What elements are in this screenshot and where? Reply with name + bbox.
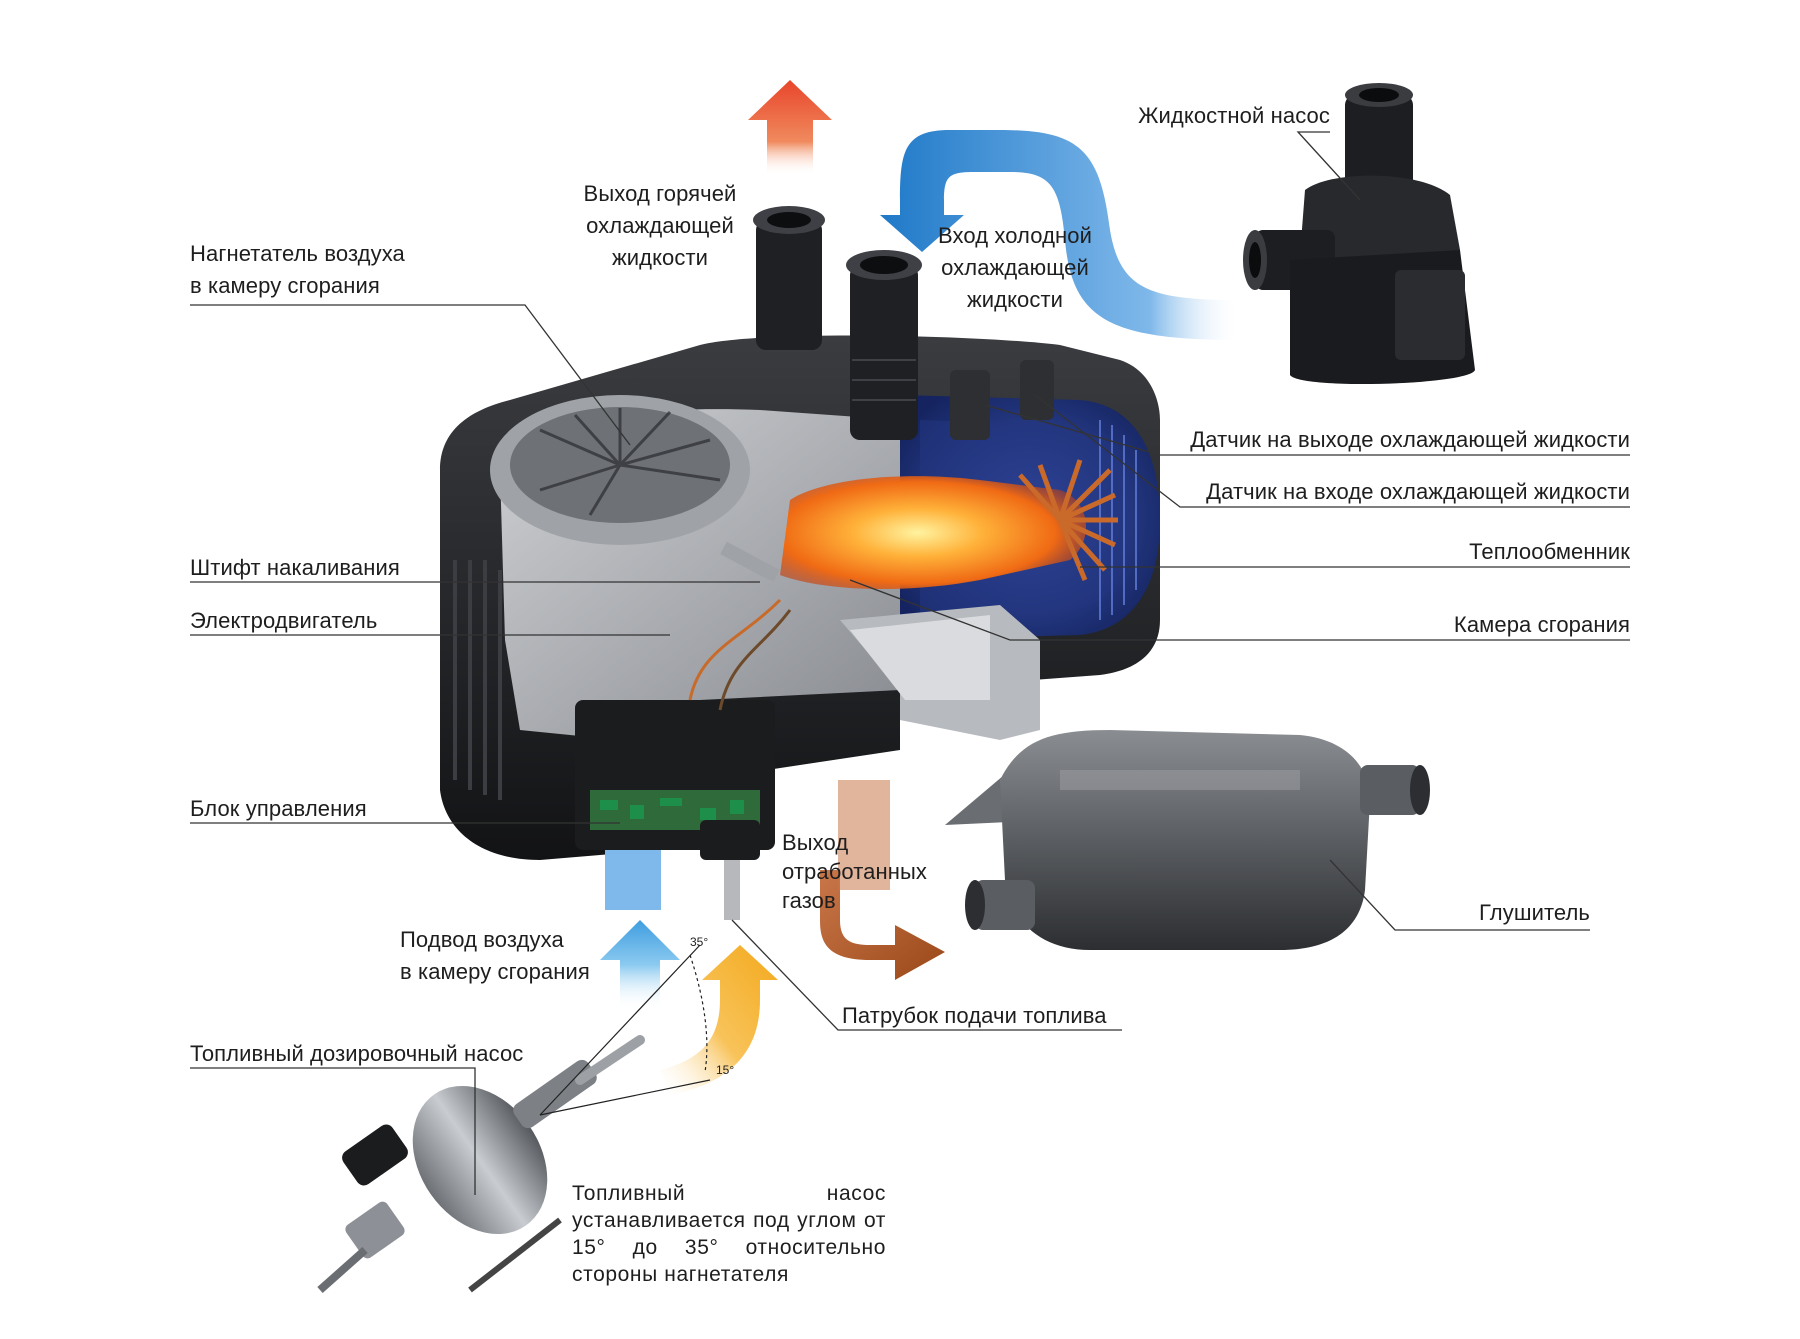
label-sensor-outlet: Датчик на выходе охлаждающей жидкости [1190, 427, 1630, 452]
label-muffler: Глушитель [1479, 900, 1590, 925]
fuel-supply-arrow [660, 945, 778, 1095]
cold-coolant-nozzle [846, 250, 922, 440]
label-liquid-pump: Жидкостной насос [1138, 103, 1330, 128]
air-inlet-pipe [605, 850, 661, 910]
air-supply-arrow [600, 920, 680, 1010]
mounting-angle-lines [539, 944, 711, 1116]
heater-body [440, 335, 1160, 920]
label-cold-coolant-inlet: Вход холодной охлаждающей жидкости [937, 223, 1093, 312]
label-blower: Нагнетатель воздуха в камеру сгорания [190, 241, 405, 298]
exhaust-arrow [820, 870, 945, 980]
cold-coolant-arrow [880, 130, 1240, 340]
label-air-supply: Подвод воздуха в камеру сгорания [400, 927, 590, 984]
liquid-pump [1243, 83, 1475, 385]
fuel-nozzle [724, 850, 740, 920]
leader-lines [190, 131, 1630, 1195]
label-combustion-chamber: Камера сгорания [1453, 612, 1630, 637]
hot-coolant-arrow [748, 80, 832, 175]
label-fuel-nozzle: Патрубок подачи топлива [842, 1003, 1107, 1028]
glow-pin [720, 541, 780, 583]
label-hot-coolant-outlet: Выход горячей охлаждающей жидкости [583, 181, 737, 270]
label-dosing-pump: Топливный дозировочный насос [190, 1041, 524, 1066]
muffler [945, 730, 1430, 950]
label-exhaust-outlet: Выход отработанных газов [782, 830, 928, 913]
label-angle-15: 15° [716, 1063, 735, 1077]
label-control-unit: Блок управления [190, 796, 367, 821]
mounting-note: Топливный насос устанавливается под угло… [572, 1182, 886, 1286]
heat-exchanger-fins [1018, 459, 1118, 581]
label-sensor-inlet: Датчик на входе охлаждающей жидкости [1206, 479, 1630, 504]
hot-coolant-nozzle [753, 206, 825, 350]
label-motor: Электродвигатель [190, 608, 378, 633]
label-heat-exchanger: Теплообменник [1469, 539, 1630, 564]
label-glow-pin: Штифт накаливания [190, 555, 400, 580]
dosing-pump [317, 1035, 645, 1293]
exhaust-pipe [838, 780, 890, 890]
label-angle-35: 35° [690, 935, 709, 949]
